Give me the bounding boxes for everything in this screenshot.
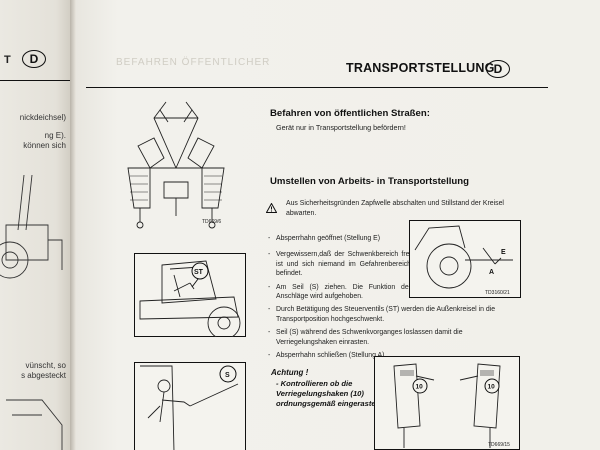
language-badge: D — [486, 60, 510, 78]
figure-label-s: S — [225, 372, 230, 379]
figure-top-view-rake: TD669/6 — [120, 98, 232, 234]
figure-shutoff-valve: E A TD3160/21 — [409, 220, 521, 298]
figure-label-st: ST — [194, 269, 204, 276]
left-page-header-fragment: T — [4, 54, 11, 66]
step-item: Absperrhahn geöffnet (Stellung E) — [268, 234, 518, 244]
left-page-line: können sich — [23, 141, 66, 150]
show-through-text: BEFAHREN ÖFFENTLICHER — [116, 57, 271, 68]
caution-text: - Kontrollieren ob die Verriegelungshake… — [276, 379, 398, 408]
figure-label-10: 10 — [416, 384, 424, 391]
figure-code: TD669/15 — [488, 442, 510, 448]
figure-label-10: 10 — [488, 384, 496, 391]
left-page-line: s abgesteckt — [21, 371, 66, 380]
page-title: TRANSPORTSTELLUNG — [346, 61, 495, 75]
left-page-line: vünscht, so — [25, 361, 66, 370]
warning-icon — [265, 200, 278, 213]
section-text-public-roads: Gerät nur in Transportstellung befördern… — [276, 123, 406, 132]
warning-text: Aus Sicherheitsgründen Zapfwelle abschal… — [286, 200, 504, 217]
header-rule — [86, 87, 548, 88]
figure-label-e: E — [501, 249, 506, 256]
left-page-line: nickdeichsel) — [19, 113, 66, 122]
figure-operator-rope: S — [134, 362, 246, 450]
figure-label-a: A — [489, 269, 494, 276]
left-page-line: ng E). — [44, 131, 66, 140]
step-item: Absperrhahn schließen (Stellung A) — [268, 351, 518, 361]
left-page-tractor-illustration — [0, 170, 66, 290]
figure-locking-hooks: 10 10 TD669/15 — [374, 356, 520, 450]
figure-tractor-cab-control-valve: ST — [134, 253, 246, 337]
figure-code: TD3160/21 — [485, 290, 510, 296]
left-page-rule — [0, 80, 70, 81]
step-item: Am Seil (S) ziehen. Die Funktion der Ans… — [268, 283, 411, 302]
right-page: BEFAHREN ÖFFENTLICHER TRANSPORTSTELLUNG … — [76, 0, 600, 450]
left-page-header: T D — [0, 48, 70, 70]
left-page-badge: D — [22, 50, 46, 68]
caution-heading: Achtung ! — [271, 368, 309, 377]
section-heading-switch-to-transport: Umstellen von Arbeits- in Transportstell… — [270, 176, 470, 187]
figure-code: TD669/6 — [202, 219, 221, 225]
left-page: T D nickdeichsel) ng E). können sich vün… — [0, 0, 70, 450]
section-heading-public-roads: Befahren von öffentlichen Straßen: — [270, 108, 430, 119]
step-item: Durch Betätigung des Steuerventils (ST) … — [268, 305, 518, 324]
instruction-steps: Absperrhahn geöffnet (Stellung E) Vergew… — [268, 234, 518, 364]
book-spine — [70, 0, 76, 450]
step-item: Seil (S) während des Schwenkvorganges lo… — [268, 328, 518, 347]
left-page-bottom-illustration — [2, 395, 68, 450]
step-item: Vergewissern,daß der Schwenkbereich frei… — [268, 250, 411, 278]
